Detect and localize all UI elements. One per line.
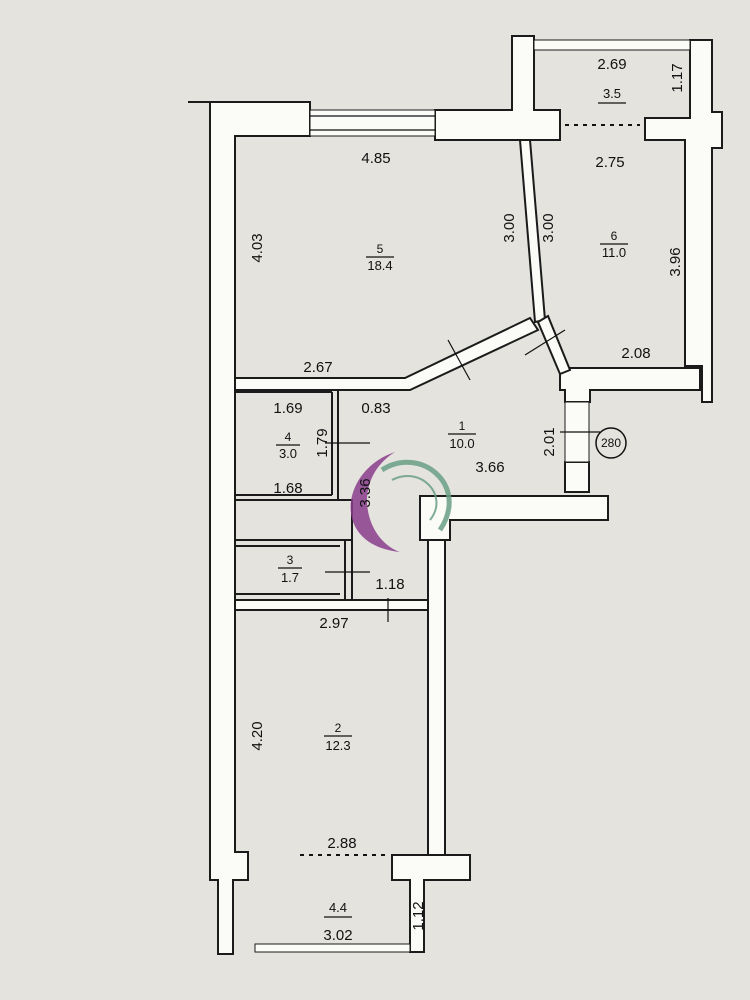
marker-circle [595, 427, 627, 459]
dim-balcony-bottom-width: 3.02 [323, 927, 352, 944]
dim-room6-bottom: 2.08 [621, 345, 650, 362]
room5-area: 18.4 [367, 258, 392, 273]
dim-hall-right: 3.66 [475, 459, 504, 476]
dim-room5-right: 3.00 [501, 213, 518, 242]
dim-room2-top: 2.97 [319, 615, 348, 632]
room2-top-wall [234, 599, 429, 611]
dim-room4-bottom: 1.68 [273, 480, 302, 497]
dim-room5-top: 4.85 [361, 150, 390, 167]
walls [188, 35, 723, 955]
balcony-top-right-wall [644, 39, 723, 403]
room2-number: 2 [335, 721, 342, 735]
room5-bottom-wall [234, 316, 540, 391]
room3-area: 1.7 [281, 570, 299, 585]
dim-room2-bottom: 2.88 [327, 835, 356, 852]
room4-area: 3.0 [279, 446, 297, 461]
window-balcony-top [533, 39, 691, 51]
dim-room5-bottom: 2.67 [303, 359, 332, 376]
dim-room2-left: 4.20 [249, 721, 266, 750]
dim-hall-side: 3.36 [357, 478, 374, 507]
window-balcony-bottom [254, 943, 411, 953]
room-labels: 5 18.4 6 11.0 1 10.0 4 3.0 3 1.7 2 12.3 … [276, 86, 628, 918]
dim-hall-top: 0.83 [361, 400, 390, 417]
balcony-bottom-area: 4.4 [329, 900, 347, 915]
dim-room4-side: 1.79 [314, 428, 331, 457]
room4-number: 4 [285, 430, 292, 444]
hall-left-wall [338, 499, 353, 600]
dim-room4-top: 1.69 [273, 400, 302, 417]
room2-right-wall [427, 539, 446, 856]
dim-balcony-top-width: 2.69 [597, 56, 626, 73]
dim-hall-door-depth: 2.01 [541, 427, 558, 456]
dim-balcony-bottom-depth: 1.12 [410, 901, 427, 930]
room3-number: 3 [287, 553, 294, 567]
room6-angled-wall [536, 314, 572, 376]
room6-number: 6 [611, 229, 618, 243]
hall-bottom-wall [419, 495, 609, 541]
logo-watermark [350, 452, 452, 552]
dimension-labels: 4.85 4.03 3.00 2.67 3.00 2.75 3.96 2.08 … [249, 56, 686, 944]
room2-area: 12.3 [325, 738, 350, 753]
balcony-bottom-right-wall [391, 854, 471, 953]
windows [254, 39, 691, 953]
room1-area: 10.0 [449, 436, 474, 451]
window-top [309, 109, 436, 137]
dim-room5-left: 4.03 [249, 233, 266, 262]
dim-room6-right: 3.96 [667, 247, 684, 276]
dim-room6-top: 2.75 [595, 154, 624, 171]
dim-balcony-top-depth: 1.17 [669, 63, 686, 92]
door-markers [325, 329, 600, 622]
hall-right-wall-stub [564, 461, 590, 493]
room1-number: 1 [459, 419, 466, 433]
dim-room3-side: 1.18 [375, 576, 404, 593]
top-wall-piece [434, 35, 561, 141]
left-exterior-wall [188, 101, 311, 955]
dim-room6-left: 3.00 [540, 213, 557, 242]
room6-area: 11.0 [602, 245, 626, 260]
room5-number: 5 [377, 242, 384, 256]
room6-bottom-wall [559, 367, 701, 403]
balcony-top-area: 3.5 [603, 86, 621, 101]
marker-label: 280 [601, 436, 621, 450]
